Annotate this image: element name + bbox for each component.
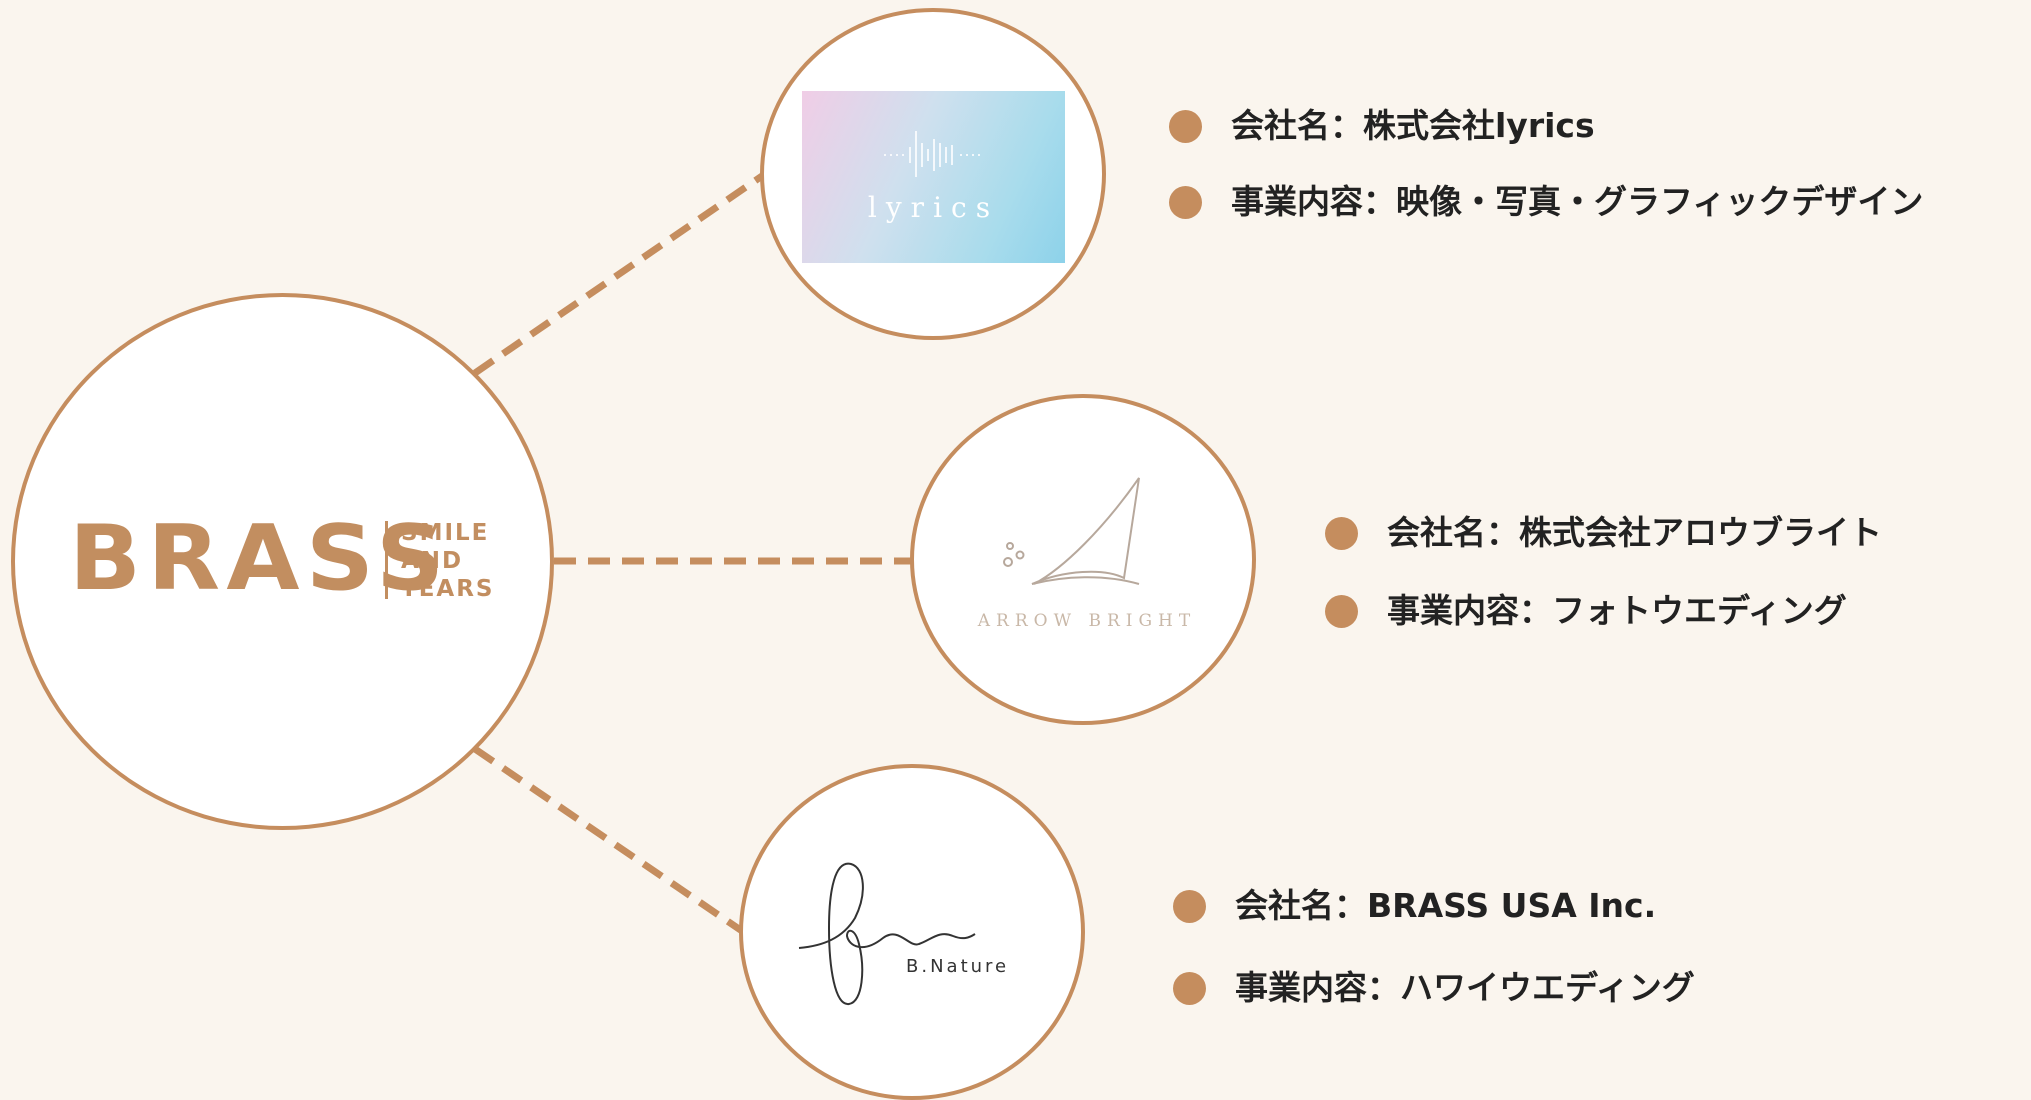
bullet-icon bbox=[1169, 110, 1202, 143]
connector-b-nature bbox=[473, 746, 744, 934]
bullet-icon bbox=[1325, 595, 1358, 628]
business-content-label: 事業内容：映像・写真・グラフィックデザイン bbox=[1231, 182, 1924, 221]
connector-lyrics bbox=[473, 173, 764, 376]
brass-tagline-line-1: SMILE bbox=[401, 520, 490, 546]
bullet-icon bbox=[1325, 517, 1358, 550]
b-nature-logo-text: B.Nature bbox=[906, 956, 1010, 977]
subsidiary-node-b-nature: B.Nature bbox=[739, 764, 1085, 1100]
parent-company-node: BRASS SMILE AND TEARS bbox=[11, 293, 554, 830]
arrow-bright-logo-mark bbox=[1003, 477, 1140, 585]
business-content-label: 事業内容：フォトウエディング bbox=[1387, 591, 1847, 630]
brass-logo-name: BRASS bbox=[69, 506, 451, 611]
lyrics-logo-text: lyrics bbox=[867, 191, 1000, 224]
subsidiary-node-arrow-bright: ARROW BRIGHT bbox=[910, 394, 1256, 725]
brass-tagline-line-2: AND bbox=[401, 548, 464, 574]
arrow-bright-logo-text: ARROW BRIGHT bbox=[977, 611, 1197, 631]
sound-wave-icon bbox=[884, 131, 980, 177]
brass-tagline-line-3: TEARS bbox=[401, 576, 495, 602]
bullet-icon bbox=[1173, 972, 1206, 1005]
brass-logo: BRASS SMILE AND TEARS bbox=[69, 506, 509, 611]
bullet-icon bbox=[1173, 890, 1206, 923]
company-name-label: 会社名：株式会社アロウブライト bbox=[1387, 513, 1882, 552]
lyrics-logo: lyrics bbox=[802, 91, 1065, 263]
brass-logo-tagline: SMILE AND TEARS bbox=[401, 519, 494, 603]
company-name-label: 会社名：株式会社lyrics bbox=[1231, 106, 1595, 145]
brass-logo-divider bbox=[385, 521, 388, 599]
business-content-label: 事業内容：ハワイウエディング bbox=[1235, 968, 1695, 1007]
subsidiary-node-lyrics: lyrics bbox=[760, 8, 1106, 340]
b-nature-signature-mark bbox=[798, 862, 976, 1005]
company-name-label: 会社名：BRASS USA Inc. bbox=[1235, 886, 1657, 925]
bullet-icon bbox=[1169, 186, 1202, 219]
